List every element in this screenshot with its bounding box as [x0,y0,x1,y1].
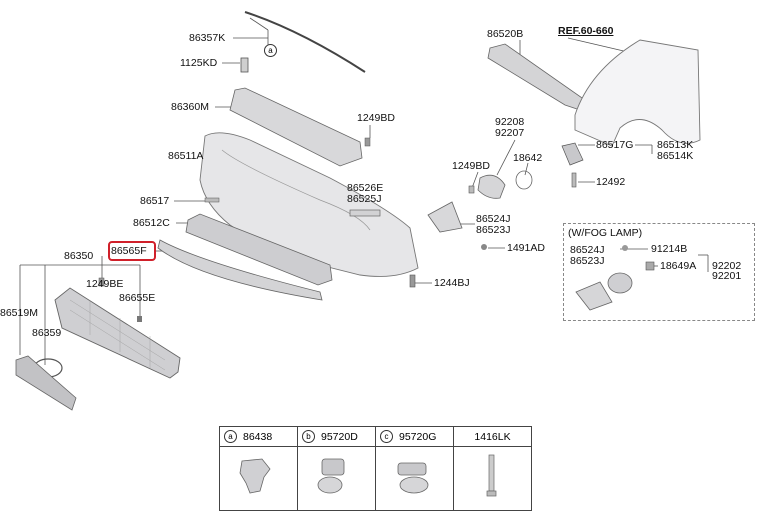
table-part-number: 86438 [243,430,273,443]
label-1249BD-b: 1249BD [452,160,490,172]
fog-cover-part-2 [575,281,613,311]
fender-part [574,39,701,147]
label-86655E: 86655E [119,292,156,304]
label-86513K: 86513K [657,139,694,151]
table-letter: b [302,430,315,443]
label-86514K: 86514K [657,150,694,162]
table-part-number: 1416LK [474,430,511,443]
label-86524J: 86524J [476,213,511,225]
hardware-table: a 86438 b 95720D c 95720G 1416LK [219,426,532,511]
pin-1416LK-icon [486,454,497,497]
callout-a-circle: a [264,44,277,57]
fog-lamp-title: (W/FOG LAMP) [568,227,643,239]
label-1249BE: 1249BE [86,278,124,290]
highlight-box [108,241,156,261]
label-86357K: 86357K [189,32,226,44]
table-image-cell [375,446,454,511]
table-image-cell [453,446,532,511]
hood-strip-part [244,11,366,73]
bumper-cover-part [199,132,419,277]
label-1249BD-a: 1249BD [357,112,395,124]
label-ref[interactable]: REF.60-660 [558,25,614,37]
table-part-number: 95720D [321,430,358,443]
bracket-86517G-part [561,142,584,166]
label-86517G: 86517G [596,139,634,151]
label-18642: 18642 [513,152,543,164]
lower-grille-part [185,213,333,286]
label-86350: 86350 [64,250,94,262]
label-18649A: 18649A [660,260,697,272]
label-86517: 86517 [140,195,170,207]
clip-1491AD-part [481,244,487,250]
label-12492: 12492 [596,176,626,188]
table-header-cell: c 95720G [375,426,454,447]
table-header-cell: a 86438 [219,426,298,447]
label-86520B: 86520B [487,28,524,40]
sensor-95720D-icon [317,458,345,494]
label-86519M: 86519M [0,307,38,319]
label-86523J: 86523J [476,224,511,236]
leader-92207 [496,139,516,176]
table-header-cell: b 95720D [297,426,376,447]
label-1244BJ: 1244BJ [434,277,470,289]
label-91214B: 91214B [651,243,688,255]
bolt-1125KD-part [240,57,249,73]
table-letter: a [224,430,237,443]
label-86359: 86359 [32,327,62,339]
molding-86519M-part [15,355,77,411]
label-86526E: 86526E [347,182,384,194]
table-part-number: 95720G [399,430,437,443]
label-92208: 92208 [495,116,525,128]
table-image-cell [219,446,298,511]
fog-cover-part [427,201,463,233]
radiator-grille-part [54,287,181,379]
table-image-cell [297,446,376,511]
screw-12492-part [571,172,577,188]
label-92207: 92207 [495,127,525,139]
label-1125KD: 1125KD [180,57,218,69]
fog-lamp-box [563,223,755,321]
sensor-95720G-icon [397,462,429,494]
label-92201: 92201 [712,270,742,282]
label-86525J: 86525J [347,193,382,205]
garnish-strip-part [349,209,381,217]
leader-1249BD-b [471,171,479,189]
label-fog-86524J: 86524J [570,244,605,256]
lip-spoiler-part [157,239,323,301]
label-1491AD: 1491AD [507,242,545,254]
upper-grille-part [229,87,363,167]
label-86565F: 86565F [111,245,147,257]
bulb-18642-part [515,170,533,190]
leader-ref [567,37,629,53]
table-header-cell: 1416LK [453,426,532,447]
label-fog-86523J: 86523J [570,255,605,267]
label-86511A: 86511A [168,150,204,162]
side-lamp-part [477,174,506,199]
fog-lamp-part [607,272,633,294]
label-86360M: 86360M [171,101,209,113]
label-92202: 92202 [712,260,742,272]
leader-18642 [524,162,529,176]
bracket-86520B-part [487,43,586,111]
clip-86438-icon [239,458,271,494]
table-letter: c [380,430,393,443]
label-86512C: 86512C [133,217,170,229]
bolt-1244BJ-part [409,274,416,288]
